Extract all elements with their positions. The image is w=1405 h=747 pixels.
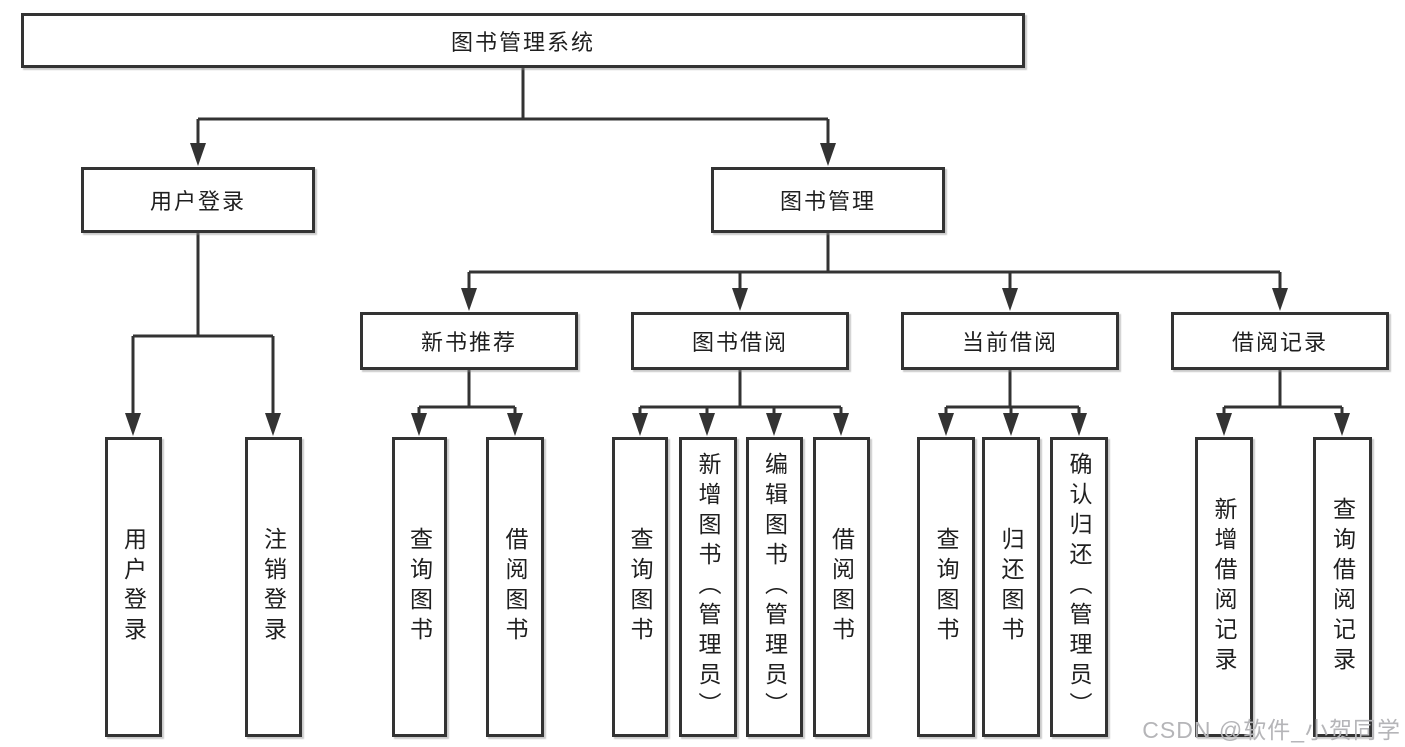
node-bb-edit-books: 编辑图书（管理员） xyxy=(746,437,803,737)
node-logout-action: 注销登录 xyxy=(245,437,302,737)
csdn-watermark: CSDN @软件_小贺同学 xyxy=(1142,717,1401,743)
node-current-borrow: 当前借阅 xyxy=(901,312,1119,370)
node-user-login-action: 用户登录 xyxy=(105,437,162,737)
node-bb-add-books: 新增图书（管理员） xyxy=(679,437,737,737)
node-user-login: 用户登录 xyxy=(81,167,315,233)
node-nb-query-books: 查询图书 xyxy=(392,437,447,737)
node-cb-return-books: 归还图书 xyxy=(982,437,1040,737)
node-root: 图书管理系统 xyxy=(21,13,1025,68)
node-br-add-record: 新增借阅记录 xyxy=(1195,437,1253,737)
node-bb-query-books: 查询图书 xyxy=(612,437,668,737)
node-bb-borrow-books: 借阅图书 xyxy=(813,437,870,737)
node-book-management: 图书管理 xyxy=(711,167,945,233)
node-nb-borrow-books: 借阅图书 xyxy=(486,437,544,737)
node-cb-query-books: 查询图书 xyxy=(917,437,975,737)
node-br-query-record: 查询借阅记录 xyxy=(1313,437,1372,737)
node-borrow-record: 借阅记录 xyxy=(1171,312,1389,370)
node-book-borrow: 图书借阅 xyxy=(631,312,849,370)
node-cb-confirm-return: 确认归还（管理员） xyxy=(1050,437,1108,737)
node-new-book-recommend: 新书推荐 xyxy=(360,312,578,370)
